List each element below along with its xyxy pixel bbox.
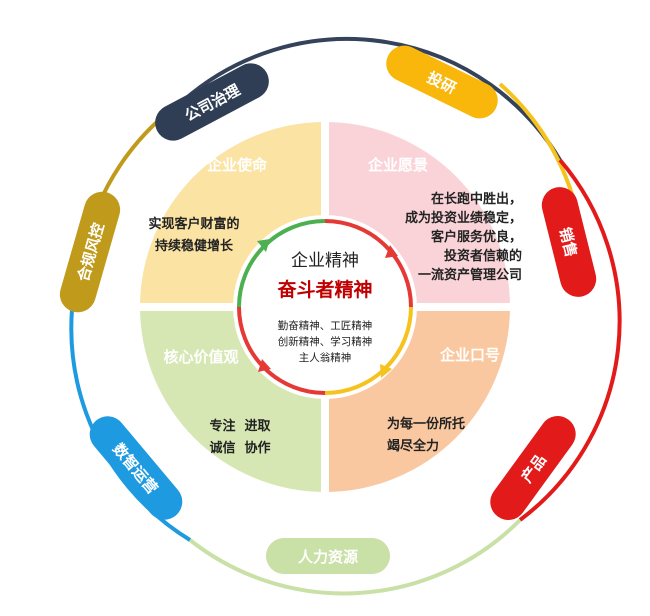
center-ring-red <box>324 219 413 308</box>
pill-compliance[interactable]: 合规风控 <box>56 187 125 316</box>
vision-line-4: 投资者信赖的 <box>444 248 522 264</box>
pill-sales-bg <box>541 187 597 297</box>
center-line-2: 创新精神、学习精神 <box>278 335 373 348</box>
pill-hr-label: 人力资源 <box>298 548 358 566</box>
values-line-1: 专注 进取 <box>209 418 271 434</box>
ring-arc-bottom <box>188 518 522 596</box>
mission-title: 企业使命 <box>206 156 268 174</box>
center-main: 奋斗者精神 <box>276 278 372 301</box>
center-line-1: 勤奋精神、工匠精神 <box>278 319 373 332</box>
pill-research-bg <box>386 45 498 119</box>
vision-line-2: 成为投资业绩稳定， <box>405 210 522 226</box>
pill-compliance-bg <box>59 191 121 313</box>
center-circle <box>233 215 417 399</box>
pill-product[interactable]: 产品 <box>483 409 583 527</box>
ring-arc-right <box>518 158 622 522</box>
slogan-line-1: 为每一份所托 <box>387 416 465 432</box>
vision-line-1: 在长跑中胜出， <box>431 191 522 207</box>
vision-title: 企业愿景 <box>367 156 428 174</box>
mission-line-1: 实现客户财富的 <box>148 216 239 232</box>
pill-governance[interactable]: 公司治理 <box>149 57 275 147</box>
center-emblem: 企业精神 奋斗者精神 勤奋精神、工匠精神 创新精神、学习精神 主人翁精神 <box>233 215 417 399</box>
pill-hr[interactable]: 人力资源 <box>266 538 390 574</box>
arrow-head-yellow-icon <box>380 364 392 378</box>
slogan-title: 企业口号 <box>439 346 500 364</box>
pill-sales[interactable]: 销售 <box>538 183 600 300</box>
values-line-2: 诚信 协作 <box>209 440 270 456</box>
slogan-line-2: 竭尽全力 <box>387 438 439 454</box>
ring-arc-top <box>182 36 562 162</box>
pill-digital-bg <box>89 416 183 520</box>
center-line-3: 主人翁精神 <box>299 351 352 364</box>
vision-line-3: 客户服务优良， <box>431 229 522 245</box>
arrow-head-green-icon <box>257 239 270 252</box>
pill-product-bg <box>490 416 576 520</box>
arrow-head-red-icon <box>385 245 398 258</box>
center-title: 企业精神 <box>291 251 359 271</box>
pill-research[interactable]: 投研 <box>380 40 504 125</box>
vision-line-5: 一流资产管理公司 <box>418 267 522 283</box>
values-title: 核心价值观 <box>163 348 238 366</box>
pill-hr-bg <box>266 538 390 574</box>
arrow-head-red-lower-icon <box>258 359 271 372</box>
mission-line-2: 持续稳健增长 <box>155 238 234 254</box>
pill-digital[interactable]: 数智运营 <box>82 409 189 527</box>
pill-governance-bg <box>155 63 269 141</box>
